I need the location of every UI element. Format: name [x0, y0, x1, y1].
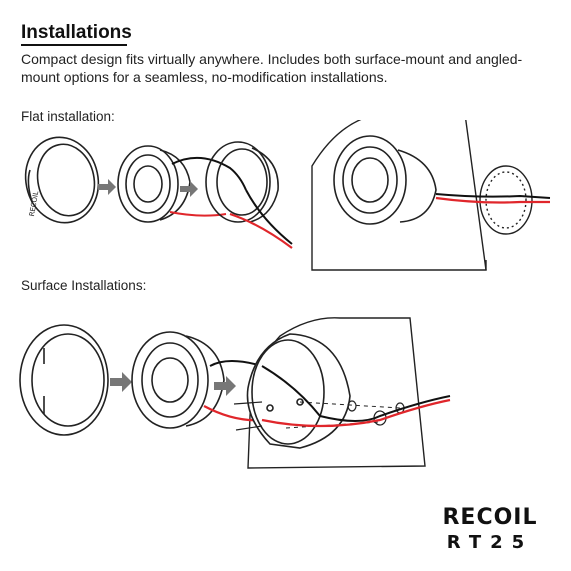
flat-arrow-2 — [180, 181, 198, 197]
surface-wire-red-2 — [261, 398, 451, 428]
surface-installation-diagram — [19, 317, 451, 469]
brand-model: RT25 — [446, 532, 534, 553]
surface-mount-bracket — [246, 333, 351, 449]
surface-tweeter-body — [131, 331, 225, 429]
flat-wire-red-1 — [169, 211, 227, 217]
title-underline — [21, 44, 127, 46]
surface-alignment-lines — [285, 401, 401, 429]
section-title: Installations — [21, 22, 132, 43]
flat-wire-black-3 — [435, 193, 551, 199]
brand-logo: RECOIL RT25 — [440, 505, 540, 553]
flat-arrow-1 — [98, 179, 116, 195]
surface-installation-label: Surface Installations: — [21, 278, 147, 293]
surface-wire-black-2 — [261, 365, 451, 422]
flat-wire-black-1 — [171, 157, 247, 191]
surface-cover-ring — [19, 324, 109, 436]
surface-arrow-2 — [214, 376, 236, 396]
flat-retaining-clip — [479, 165, 533, 235]
flat-tweeter-body — [117, 145, 191, 223]
flat-wire-red-2 — [229, 212, 293, 249]
flat-installed-tweeter — [333, 135, 437, 225]
flat-panel — [311, 120, 487, 271]
flat-mount-ring — [205, 141, 279, 223]
surface-arrow-1 — [110, 372, 132, 392]
flat-cover-ring: RECOIL — [24, 136, 100, 224]
flat-wire-red-3 — [435, 196, 550, 204]
surface-wire-black-1 — [209, 360, 263, 367]
surface-screws — [233, 401, 263, 431]
brand-name: RECOIL — [442, 505, 538, 530]
flat-installation-label: Flat installation: — [21, 109, 115, 124]
flat-wire-black-2 — [245, 189, 293, 245]
flat-installation-diagram: RECOIL — [24, 120, 551, 271]
section-description: Compact design fits virtually anywhere. … — [21, 51, 523, 85]
